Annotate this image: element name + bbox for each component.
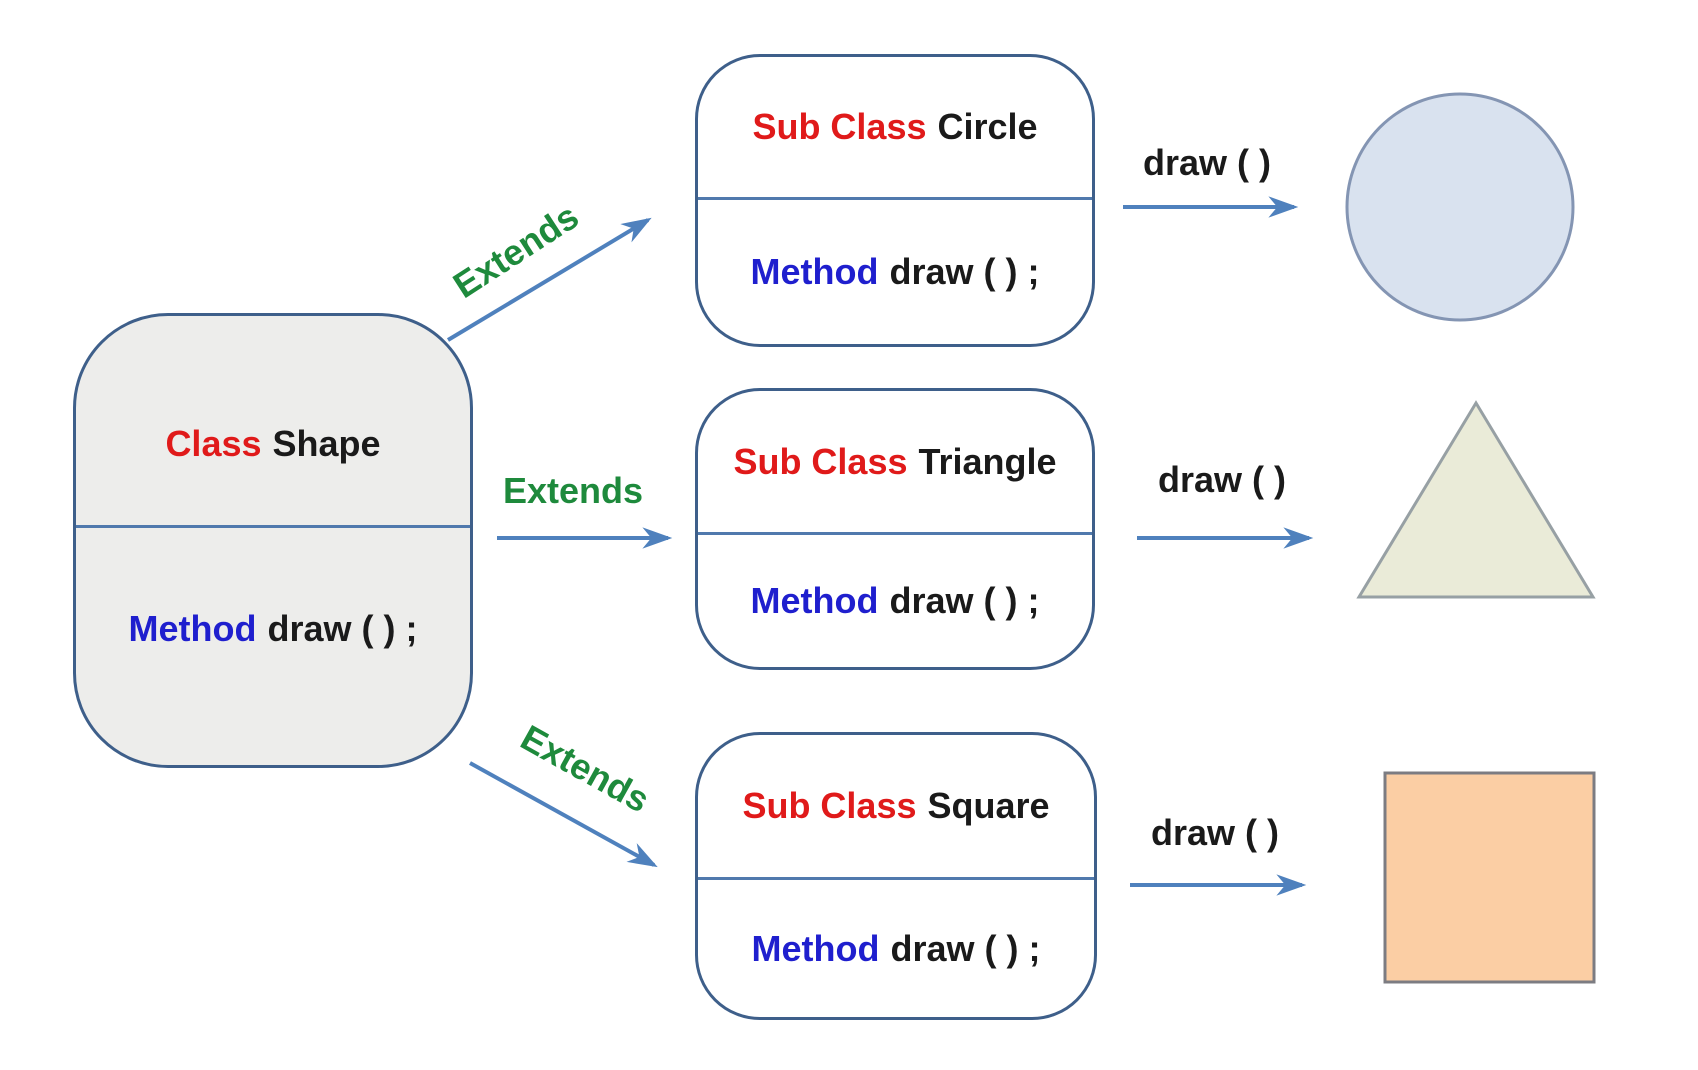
- subclass-name: Square: [927, 785, 1050, 826]
- extends-arrow-to-square: [469, 761, 658, 868]
- subclass-square-title-section: Sub Class Square: [698, 735, 1094, 877]
- subclass-circle-method-section: Method draw ( ) ;: [698, 197, 1092, 344]
- class-keyword: Class: [165, 422, 262, 464]
- class-shape-box: Class Shape Method draw ( ) ;: [73, 313, 473, 768]
- method-keyword: Method: [128, 607, 257, 649]
- method-keyword: Method: [751, 927, 880, 969]
- circle-shape: [1345, 92, 1575, 322]
- subclass-triangle-method-section: Method draw ( ) ;: [698, 532, 1092, 667]
- draw-label-triangle: draw ( ): [1157, 459, 1287, 500]
- subclass-circle-title-section: Sub Class Circle: [698, 57, 1092, 197]
- subclass-name: Circle: [937, 106, 1038, 147]
- triangle-shape: [1356, 400, 1596, 599]
- class-shape-method-section: Method draw ( ) ;: [76, 525, 470, 765]
- subclass-name: Triangle: [918, 440, 1057, 482]
- subclass-keyword: Sub Class: [742, 785, 917, 826]
- subclass-triangle-title-section: Sub Class Triangle: [698, 391, 1092, 532]
- method-signature: draw ( ) ;: [267, 607, 418, 649]
- class-name: Shape: [272, 422, 381, 464]
- draw-label-square: draw ( ): [1150, 812, 1280, 853]
- method-keyword: Method: [750, 580, 879, 621]
- subclass-keyword: Sub Class: [733, 440, 908, 482]
- method-signature: draw ( ) ;: [890, 927, 1041, 969]
- method-keyword: Method: [750, 251, 879, 292]
- method-signature: draw ( ) ;: [889, 580, 1040, 621]
- square-shape: [1383, 771, 1596, 984]
- subclass-circle-box: Sub Class Circle Method draw ( ) ;: [695, 54, 1095, 347]
- subclass-keyword: Sub Class: [752, 106, 927, 147]
- extends-arrow-to-circle: [446, 217, 652, 342]
- class-shape-title-section: Class Shape: [76, 316, 470, 525]
- extends-label-triangle: Extends: [502, 470, 644, 511]
- draw-label-circle: draw ( ): [1142, 142, 1272, 183]
- subclass-triangle-box: Sub Class Triangle Method draw ( ) ;: [695, 388, 1095, 670]
- method-signature: draw ( ) ;: [889, 251, 1040, 292]
- subclass-square-box: Sub Class Square Method draw ( ) ;: [695, 732, 1097, 1020]
- subclass-square-method-section: Method draw ( ) ;: [698, 877, 1094, 1017]
